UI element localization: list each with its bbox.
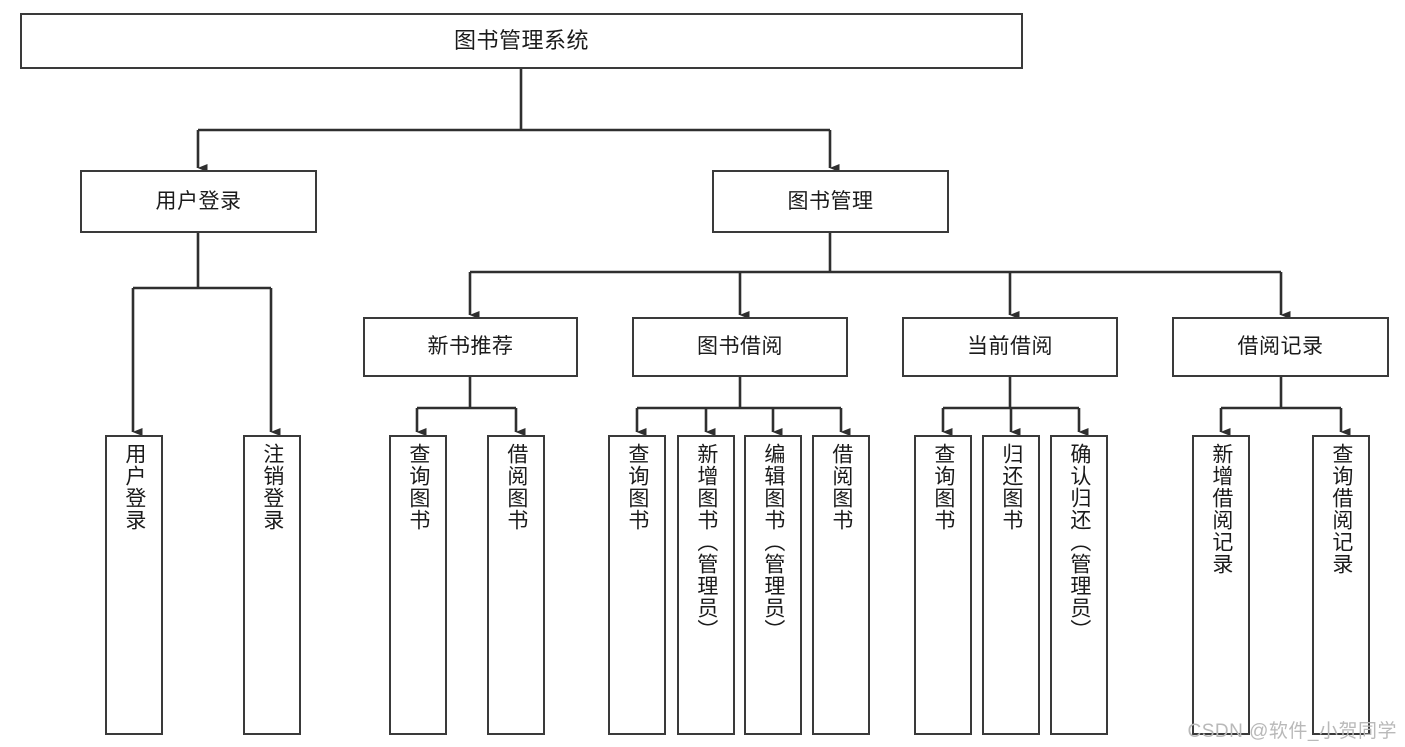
node-root-book-management-system[interactable]: 图书管理系统: [20, 13, 1023, 69]
node-new-book-recommend[interactable]: 新书推荐: [363, 317, 578, 377]
leaf-user-login-logout[interactable]: 注销登录: [243, 435, 301, 735]
node-borrow-record[interactable]: 借阅记录: [1172, 317, 1389, 377]
node-label: 用户登录: [122, 443, 146, 531]
node-label: 查询图书: [625, 443, 649, 531]
leaf-book-borrow-add-book-admin[interactable]: 新增图书（管理员）: [677, 435, 735, 735]
leaf-current-borrow-query-book[interactable]: 查询图书: [914, 435, 972, 735]
node-label: 新书推荐: [427, 335, 514, 359]
node-label: 用户登录: [155, 189, 242, 213]
leaf-current-borrow-return-book[interactable]: 归还图书: [982, 435, 1040, 735]
node-label: 注销登录: [260, 443, 284, 531]
leaf-new-book-borrow-book[interactable]: 借阅图书: [487, 435, 545, 735]
node-label: 新增图书（管理员）: [694, 443, 718, 641]
node-user-login[interactable]: 用户登录: [80, 170, 317, 233]
node-label: 图书管理: [787, 189, 874, 213]
node-current-borrow[interactable]: 当前借阅: [902, 317, 1118, 377]
csdn-watermark: CSDN @软件_小贺同学: [1187, 721, 1397, 742]
leaf-book-borrow-edit-book-admin[interactable]: 编辑图书（管理员）: [744, 435, 802, 735]
leaf-book-borrow-query-book[interactable]: 查询图书: [608, 435, 666, 735]
node-label: 借阅记录: [1237, 335, 1324, 359]
node-label: 当前借阅: [967, 335, 1053, 359]
leaf-borrow-record-query-record[interactable]: 查询借阅记录: [1312, 435, 1370, 735]
leaf-new-book-query-book[interactable]: 查询图书: [389, 435, 447, 735]
node-label: 新增借阅记录: [1209, 443, 1233, 575]
leaf-current-borrow-confirm-return-admin[interactable]: 确认归还（管理员）: [1050, 435, 1108, 735]
node-book-borrow[interactable]: 图书借阅: [632, 317, 848, 377]
node-label: 归还图书: [999, 443, 1023, 531]
leaf-book-borrow-borrow-book[interactable]: 借阅图书: [812, 435, 870, 735]
leaf-borrow-record-add-record[interactable]: 新增借阅记录: [1192, 435, 1250, 735]
node-label: 查询图书: [931, 443, 955, 531]
node-label: 查询借阅记录: [1329, 443, 1353, 575]
node-label: 编辑图书（管理员）: [761, 443, 785, 641]
node-label: 借阅图书: [829, 443, 853, 531]
node-book-management[interactable]: 图书管理: [712, 170, 949, 233]
node-label: 查询图书: [406, 443, 430, 531]
node-label: 借阅图书: [504, 443, 528, 531]
node-label: 图书管理系统: [453, 27, 589, 53]
leaf-user-login-login[interactable]: 用户登录: [105, 435, 163, 735]
node-label: 确认归还（管理员）: [1067, 443, 1091, 641]
node-label: 图书借阅: [697, 335, 783, 359]
